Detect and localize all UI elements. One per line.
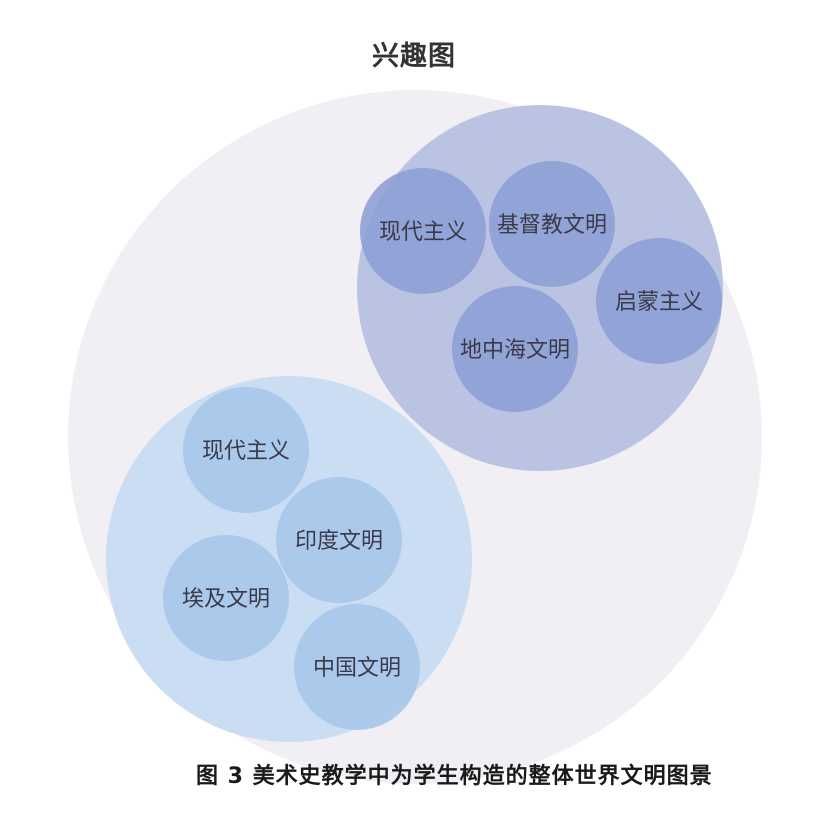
group-a-leaf-3: 启蒙主义 — [596, 238, 722, 364]
leaf-bubble — [360, 168, 486, 294]
leaf-bubble — [163, 535, 289, 661]
leaf-bubble — [276, 477, 402, 603]
group-b: 现代主义 印度文明 埃及文明 中国文明 — [106, 376, 472, 742]
group-a-leaf-1: 现代主义 — [360, 168, 486, 294]
leaf-bubble — [294, 604, 420, 730]
leaf-bubble — [183, 387, 309, 513]
group-b-leaf-4: 中国文明 — [294, 604, 420, 730]
leaf-label: 现代主义 — [379, 220, 467, 245]
leaf-label: 基督教文明 — [497, 213, 607, 238]
diagram-title: 兴趣图 — [372, 41, 456, 72]
leaf-bubble — [452, 286, 578, 412]
leaf-bubble — [489, 161, 615, 287]
figure-caption: 图 3 美术史教学中为学生构造的整体世界文明图景 — [196, 764, 713, 789]
group-b-leaf-2: 印度文明 — [276, 477, 402, 603]
leaf-label: 启蒙主义 — [615, 290, 703, 315]
leaf-label: 印度文明 — [295, 529, 383, 554]
group-a-leaf-2: 基督教文明 — [489, 161, 615, 287]
leaf-label: 地中海文明 — [460, 338, 570, 363]
group-a-leaf-4: 地中海文明 — [452, 286, 578, 412]
leaf-label: 埃及文明 — [182, 587, 270, 612]
group-b-leaf-1: 现代主义 — [183, 387, 309, 513]
group-b-leaf-3: 埃及文明 — [163, 535, 289, 661]
leaf-label: 现代主义 — [202, 439, 290, 464]
leaf-bubble — [596, 238, 722, 364]
leaf-label: 中国文明 — [313, 656, 401, 681]
group-a: 现代主义 基督教文明 启蒙主义 地中海文明 — [357, 105, 723, 471]
